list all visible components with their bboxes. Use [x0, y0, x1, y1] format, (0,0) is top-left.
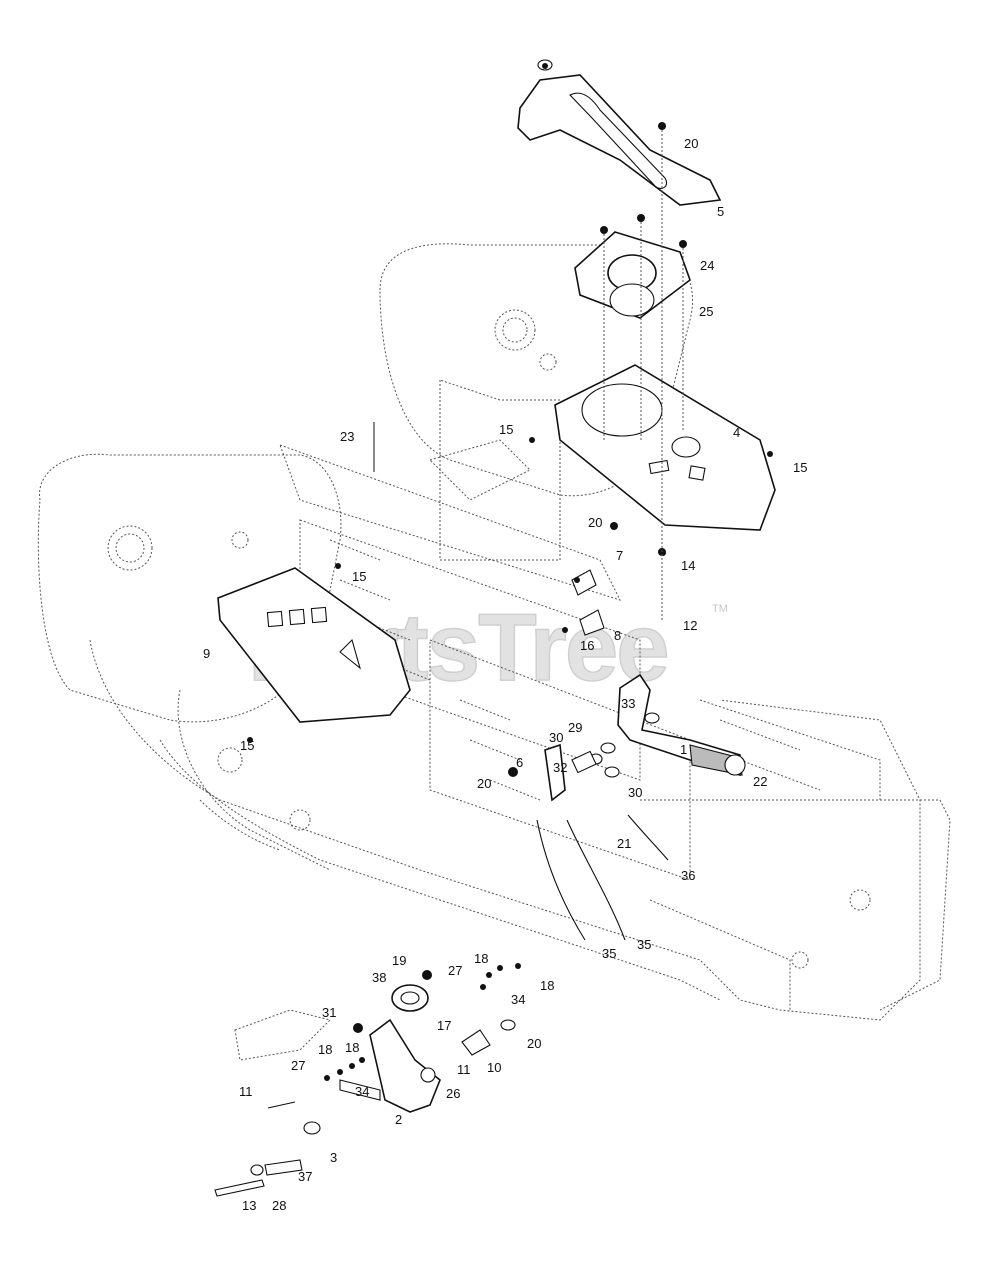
callout-19: 19 — [392, 953, 406, 968]
callout-18: 18 — [345, 1040, 359, 1055]
control-panel-4 — [554, 364, 776, 531]
callout-6: 6 — [516, 755, 523, 770]
callout-20: 20 — [684, 136, 698, 151]
callout-5: 5 — [717, 204, 724, 219]
callout-10: 10 — [487, 1060, 501, 1075]
callout-14: 14 — [681, 558, 695, 573]
callout-31: 31 — [322, 1005, 336, 1020]
callout-9: 9 — [203, 646, 210, 661]
callout-27: 27 — [291, 1058, 305, 1073]
callout-23: 23 — [340, 429, 354, 444]
lower-pedal-assembly — [214, 984, 516, 1197]
callout-25: 25 — [699, 304, 713, 319]
callout-26: 26 — [446, 1086, 460, 1101]
control-panel-9 — [217, 567, 411, 723]
brake-lever-1 — [617, 673, 746, 777]
linkage-parts — [544, 569, 660, 802]
callout-22: 22 — [753, 774, 767, 789]
callout-16: 16 — [580, 638, 594, 653]
callout-34: 34 — [355, 1084, 369, 1099]
callout-20: 20 — [527, 1036, 541, 1051]
callout-27: 27 — [448, 963, 462, 978]
callout-20: 20 — [477, 776, 491, 791]
callout-38: 38 — [372, 970, 386, 985]
callout-18: 18 — [318, 1042, 332, 1057]
callout-2: 2 — [395, 1112, 402, 1127]
fastener-markers — [247, 63, 773, 1081]
callout-12: 12 — [683, 618, 697, 633]
callout-15: 15 — [352, 569, 366, 584]
watermark-trademark: TM — [712, 603, 728, 615]
callout-21: 21 — [617, 836, 631, 851]
callout-28: 28 — [272, 1198, 286, 1213]
callout-18: 18 — [540, 978, 554, 993]
callout-15: 15 — [793, 460, 807, 475]
callout-35: 35 — [637, 937, 651, 952]
callout-33: 33 — [621, 696, 635, 711]
callout-4: 4 — [733, 425, 740, 440]
callout-17: 17 — [437, 1018, 451, 1033]
callout-1: 1 — [680, 742, 687, 757]
callout-18: 18 — [474, 951, 488, 966]
callout-15: 15 — [499, 422, 513, 437]
callout-3: 3 — [330, 1150, 337, 1165]
callout-24: 24 — [700, 258, 714, 273]
callout-8: 8 — [614, 628, 621, 643]
callout-36: 36 — [681, 868, 695, 883]
callout-7: 7 — [616, 548, 623, 563]
callout-32: 32 — [553, 760, 567, 775]
callout-13: 13 — [242, 1198, 256, 1213]
steering-cover-bracket-5 — [517, 59, 722, 206]
frame-assembly-outline — [37, 243, 951, 1061]
callout-37: 37 — [298, 1169, 312, 1184]
mounting-plate-25 — [574, 231, 691, 319]
callout-30: 30 — [549, 730, 563, 745]
cables-35-36 — [536, 814, 669, 941]
callout-30: 30 — [628, 785, 642, 800]
callout-20: 20 — [588, 515, 602, 530]
callout-29: 29 — [568, 720, 582, 735]
alignment-lines — [373, 130, 684, 620]
callout-11: 11 — [239, 1084, 253, 1099]
callout-15: 15 — [240, 738, 254, 753]
callout-35: 35 — [602, 946, 616, 961]
callout-11: 11 — [457, 1062, 471, 1077]
callout-34: 34 — [511, 992, 525, 1007]
